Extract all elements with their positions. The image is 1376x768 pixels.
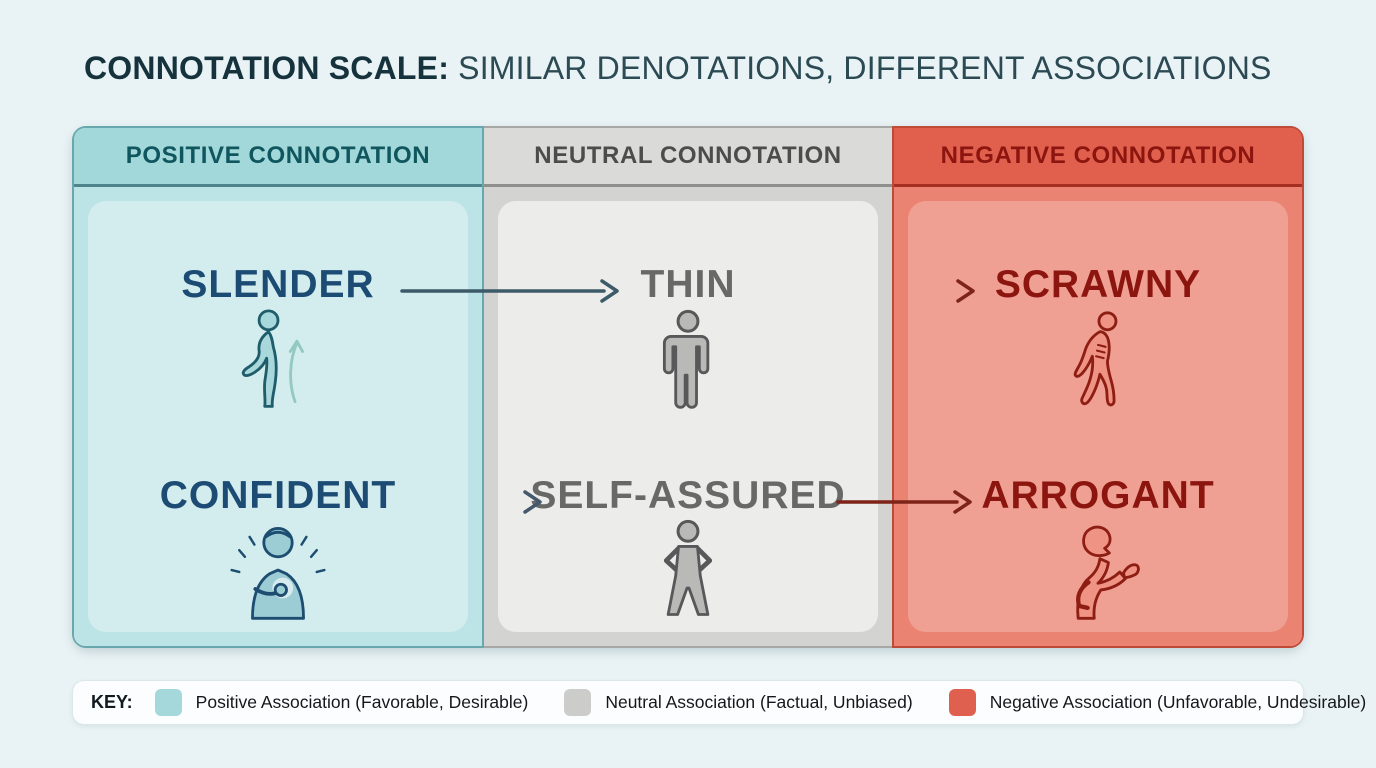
column-positive-body: SLENDER CONFIDENT (74, 187, 482, 646)
word-thin: THIN (640, 263, 736, 306)
word-scrawny: SCRAWNY (994, 263, 1202, 306)
column-neutral-header: NEUTRAL CONNOTATION (484, 128, 892, 187)
word-self-assured: SELF-ASSURED (530, 474, 846, 517)
column-positive-header: POSITIVE CONNOTATION (74, 128, 482, 187)
positive-swatch-icon (154, 689, 182, 716)
self-assured-figure-icon (498, 519, 878, 623)
word-slender: SLENDER (181, 263, 375, 306)
word-confident: CONFIDENT (159, 474, 397, 517)
legend-item-neutral: Neutral Association (Factual, Unbiased) (564, 689, 913, 716)
column-neutral-body: THIN SELF-ASSURED (484, 187, 892, 646)
neutral-swatch-icon (564, 689, 592, 716)
column-neutral-inner-panel: THIN SELF-ASSURED (498, 201, 878, 632)
legend-item-neutral-label: Neutral Association (Factual, Unbiased) (605, 692, 913, 712)
legend-bar: KEY: Positive Association (Favorable, De… (72, 680, 1366, 725)
negative-swatch-icon (948, 689, 976, 716)
legend-label: KEY: (91, 692, 133, 712)
thin-figure-icon (498, 309, 878, 413)
column-negative-inner-panel: SCRAWNY ARROGANT (908, 201, 1288, 632)
legend-item-negative-label: Negative Association (Unfavorable, Undes… (989, 692, 1367, 712)
page-title-rest: SIMILAR DENOTATIONS, DIFFERENT ASSOCIATI… (449, 50, 1272, 86)
confident-person-icon (88, 519, 468, 623)
legend-item-positive-label: Positive Association (Favorable, Desirab… (195, 692, 529, 712)
connotation-columns-panel: POSITIVE CONNOTATION SLENDER CONFIDENT (72, 126, 1304, 648)
slender-figure-icon (88, 309, 468, 413)
column-negative-body: SCRAWNY ARROGANT (894, 187, 1302, 646)
arrogant-figure-icon (908, 519, 1288, 623)
scrawny-figure-icon (908, 309, 1288, 413)
legend-item-positive: Positive Association (Favorable, Desirab… (154, 689, 529, 716)
column-neutral: NEUTRAL CONNOTATION THIN SELF-ASSURED (484, 126, 892, 648)
column-positive: POSITIVE CONNOTATION SLENDER CONFIDENT (72, 126, 484, 648)
column-negative: NEGATIVE CONNOTATION SCRAWNY ARROGANT (892, 126, 1304, 648)
column-negative-header: NEGATIVE CONNOTATION (894, 128, 1302, 187)
page-title-emphasis: CONNOTATION SCALE: (84, 50, 450, 86)
column-positive-inner-panel: SLENDER CONFIDENT (88, 201, 468, 632)
page-title: CONNOTATION SCALE: SIMILAR DENOTATIONS, … (84, 50, 1272, 87)
word-arrogant: ARROGANT (981, 474, 1215, 517)
legend-item-negative: Negative Association (Unfavorable, Undes… (948, 689, 1367, 716)
